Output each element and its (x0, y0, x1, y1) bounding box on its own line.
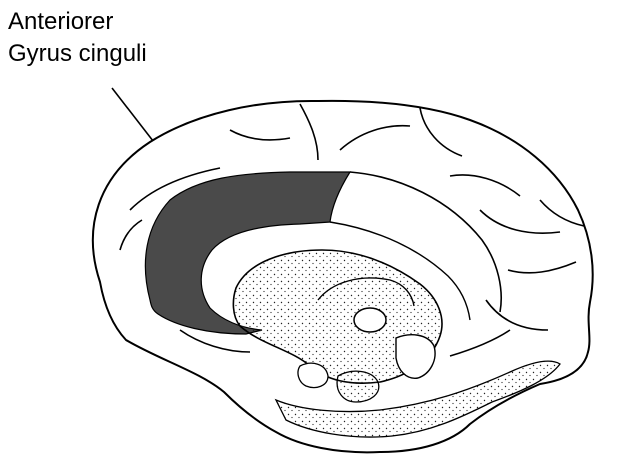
interthalamic-adhesion (354, 308, 386, 332)
optic-region (298, 363, 328, 387)
mammillary-region (337, 371, 379, 402)
